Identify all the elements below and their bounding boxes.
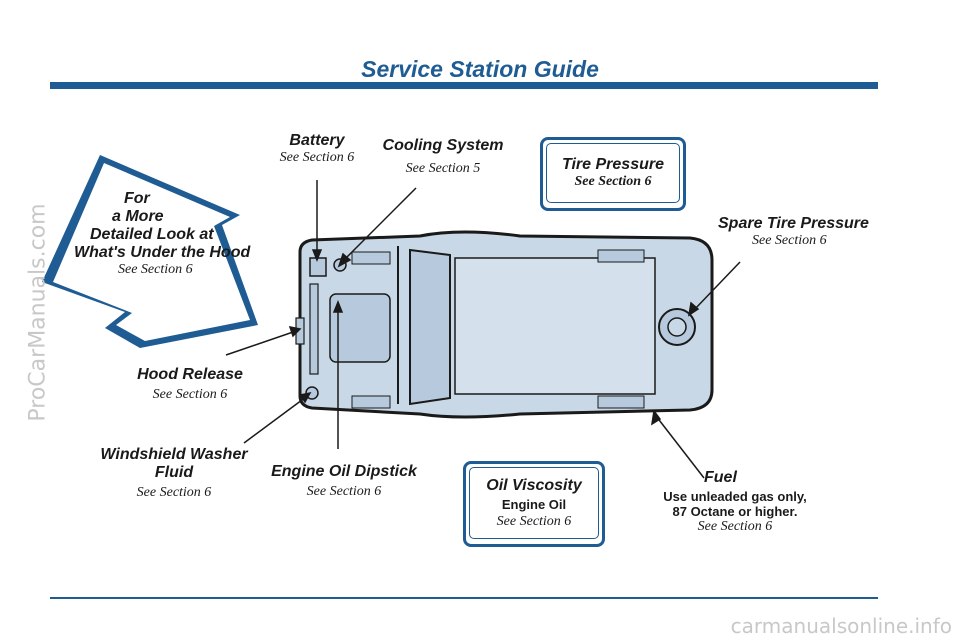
arrow-line2: a More xyxy=(112,208,164,225)
spare-tire-title: Spare Tire Pressure xyxy=(718,215,869,232)
tire-pressure-see: See Section 6 xyxy=(574,174,652,189)
under-hood-callout: For a More Detailed Look at What's Under… xyxy=(62,190,262,278)
arrow-line4: What's Under the Hood xyxy=(74,244,251,261)
tire-pressure-title: Tire Pressure xyxy=(562,156,664,173)
windshield-washer-see: See Section 6 xyxy=(136,485,212,500)
hood-release-callout: Hood Release See Section 6 xyxy=(130,366,250,403)
engine-oil-dipstick-callout: Engine Oil Dipstick See Section 6 xyxy=(268,463,420,500)
oil-viscosity-title: Oil Viscosity xyxy=(486,476,582,494)
page-title: Service Station Guide xyxy=(361,56,599,82)
engine-oil-dipstick-see: See Section 6 xyxy=(306,484,382,499)
cooling-system-callout: Cooling System See Section 5 xyxy=(378,137,508,177)
arrow-see: See Section 6 xyxy=(118,262,193,277)
oil-viscosity-see: See Section 6 xyxy=(496,513,572,529)
hood-release-title: Hood Release xyxy=(137,366,243,383)
cooling-system-see: See Section 5 xyxy=(405,161,481,176)
battery-callout: Battery See Section 6 xyxy=(262,132,372,166)
fuel-title: Fuel xyxy=(704,469,737,486)
watermark-bottom: carmanualsonline.info xyxy=(730,614,952,638)
car-top-view xyxy=(295,230,714,419)
oil-viscosity-body: Engine Oil xyxy=(501,496,567,512)
arrow-line3: Detailed Look at xyxy=(90,226,214,243)
spare-tire-callout: Spare Tire Pressure See Section 6 xyxy=(718,215,878,249)
watermark-left: ProCarManuals.com xyxy=(25,203,51,422)
fuel-body-1: Use unleaded gas only, xyxy=(663,489,807,504)
windshield-washer-callout: Windshield Washer Fluid See Section 6 xyxy=(98,446,250,501)
arrow-line1: For xyxy=(124,190,150,207)
windshield-washer-title-2: Fluid xyxy=(154,464,194,481)
leader-lines xyxy=(225,180,741,479)
windshield-washer-title-1: Windshield Washer xyxy=(100,446,248,463)
fuel-see: See Section 6 xyxy=(697,519,773,534)
engine-oil-dipstick-title: Engine Oil Dipstick xyxy=(271,463,417,480)
hood-release-see: See Section 6 xyxy=(152,387,228,402)
spare-tire-see: See Section 6 xyxy=(752,233,827,248)
fuel-body-2: 87 Octane or higher. xyxy=(672,504,798,519)
oil-viscosity-box: Oil Viscosity Engine Oil See Section 6 xyxy=(463,461,605,547)
header-rule xyxy=(50,82,878,89)
cooling-system-title: Cooling System xyxy=(382,137,504,154)
under-hood-arrow xyxy=(42,155,258,348)
tire-pressure-box: Tire Pressure See Section 6 xyxy=(540,137,686,211)
footer-rule xyxy=(50,597,878,599)
fuel-callout: Fuel Use unleaded gas only, 87 Octane or… xyxy=(652,469,818,535)
battery-see: See Section 6 xyxy=(279,150,355,165)
battery-title: Battery xyxy=(289,132,345,149)
